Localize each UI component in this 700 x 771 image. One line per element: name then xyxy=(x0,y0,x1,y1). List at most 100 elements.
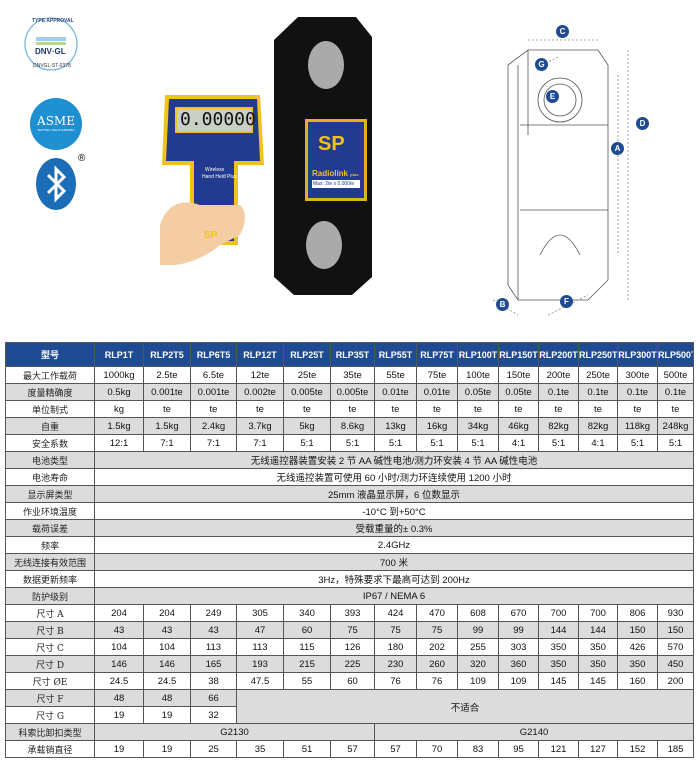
row-label: 防护级别 xyxy=(5,587,95,605)
row-label: 尺寸 F xyxy=(5,689,95,707)
asme-tagline: SETTING THE STANDARD xyxy=(37,128,75,132)
cell-value: 424 xyxy=(374,604,417,622)
cell-value: 76 xyxy=(374,672,417,690)
cell-value: 75 xyxy=(374,621,417,639)
cell-value: 450 xyxy=(657,655,694,673)
cell-value: 700 xyxy=(578,604,618,622)
cell-value: 144 xyxy=(538,621,579,639)
row-merged-value: 700 米 xyxy=(94,553,694,571)
row-label: 最大工作载荷 xyxy=(5,366,95,384)
row-label: 载荷误差 xyxy=(5,519,95,537)
cell-value: te xyxy=(657,400,694,418)
cell-value: 340 xyxy=(283,604,331,622)
row-label: 承载销直径 xyxy=(5,740,95,758)
cell-value: 670 xyxy=(498,604,539,622)
cell-value: 5:1 xyxy=(330,434,375,452)
cell-value: 82kg xyxy=(538,417,579,435)
cell-value: 75 xyxy=(330,621,375,639)
cell-value: 350 xyxy=(538,638,579,656)
row-merged-value: -10°C 到+50°C xyxy=(94,502,694,520)
cell-value: 700 xyxy=(538,604,579,622)
row-label: 自重 xyxy=(5,417,95,435)
cell-value: 35 xyxy=(236,740,284,758)
cell-value: 146 xyxy=(143,655,191,673)
cell-value: 300te xyxy=(617,366,658,384)
cell-value: 249 xyxy=(190,604,237,622)
cell-value: 3.7kg xyxy=(236,417,284,435)
row-label: 度量精确度 xyxy=(5,383,95,401)
cell-value: 99 xyxy=(457,621,499,639)
cell-value: 51 xyxy=(283,740,331,758)
cell-value: 1.5kg xyxy=(143,417,191,435)
cell-value: 4:1 xyxy=(578,434,618,452)
cell-value: 0.5kg xyxy=(94,383,144,401)
cell-value: te xyxy=(457,400,499,418)
radiolink-suffix: plus xyxy=(350,172,359,177)
row-label: 单位制式 xyxy=(5,400,95,418)
header-model-label: 型号 xyxy=(5,342,95,367)
cell-value: 165 xyxy=(190,655,237,673)
header-model: RLP300T xyxy=(617,342,658,367)
cell-value: 144 xyxy=(578,621,618,639)
cell-value: 350 xyxy=(578,655,618,673)
cell-value: 0.01te xyxy=(374,383,417,401)
row-merged-value: 受载重量的± 0.3% xyxy=(94,519,694,537)
label-g: G xyxy=(535,58,548,71)
cell-value: 95 xyxy=(498,740,539,758)
cell-value: 160 xyxy=(617,672,658,690)
cell-value: 13kg xyxy=(374,417,417,435)
row-label: 数据更新频率 xyxy=(5,570,95,588)
cell-value: 2.5te xyxy=(143,366,191,384)
row-merged-value: 无线遥控装置可使用 60 小时/测力环连续使用 1200 小时 xyxy=(94,468,694,486)
row-merged-value: IP67 / NEMA 6 xyxy=(94,587,694,605)
cell-value: 350 xyxy=(617,655,658,673)
cell-value: 127 xyxy=(578,740,618,758)
shackle-type: G2140 xyxy=(374,723,694,741)
cell-value: 55 xyxy=(283,672,331,690)
cell-value: 46kg xyxy=(498,417,539,435)
cell-value: 608 xyxy=(457,604,499,622)
cell-value: 109 xyxy=(498,672,539,690)
row-label: 电池类型 xyxy=(5,451,95,469)
row-label: 尺寸 G xyxy=(5,706,95,724)
cell-value: 104 xyxy=(94,638,144,656)
cell-value: 48 xyxy=(94,689,144,707)
cell-value: 200 xyxy=(657,672,694,690)
cell-value: 930 xyxy=(657,604,694,622)
header-model: RLP500T xyxy=(657,342,694,367)
cell-value: 5kg xyxy=(283,417,331,435)
cell-value: 2.4kg xyxy=(190,417,237,435)
cell-value: 24.5 xyxy=(143,672,191,690)
row-label: 尺寸 B xyxy=(5,621,95,639)
sp-brand: SP xyxy=(204,230,218,241)
cell-value: 47.5 xyxy=(236,672,284,690)
cell-value: 60 xyxy=(283,621,331,639)
cell-value: 146 xyxy=(94,655,144,673)
cell-value: 0.05te xyxy=(457,383,499,401)
label-e: E xyxy=(546,90,559,103)
cell-value: 126 xyxy=(330,638,375,656)
cell-value: te xyxy=(578,400,618,418)
cell-value: 0.001te xyxy=(190,383,237,401)
cell-value: te xyxy=(236,400,284,418)
dnv-gl-text: DNV·GL xyxy=(35,47,66,56)
cell-value: 255 xyxy=(457,638,499,656)
cell-value: 426 xyxy=(617,638,658,656)
row-label: 尺寸 C xyxy=(5,638,95,656)
cell-value: 0.1te xyxy=(578,383,618,401)
cell-value: 193 xyxy=(236,655,284,673)
cell-value: te xyxy=(190,400,237,418)
header-model: RLP6T5 xyxy=(190,342,237,367)
row-merged-value: 2.4GHz xyxy=(94,536,694,554)
label-b: B xyxy=(496,298,509,311)
radiolink-name: Radiolink xyxy=(312,169,349,178)
asme-logo: ASME SETTING THE STANDARD xyxy=(30,98,82,150)
cell-value: 6.5te xyxy=(190,366,237,384)
radiolink-label: Radiolink plus xyxy=(312,169,358,178)
